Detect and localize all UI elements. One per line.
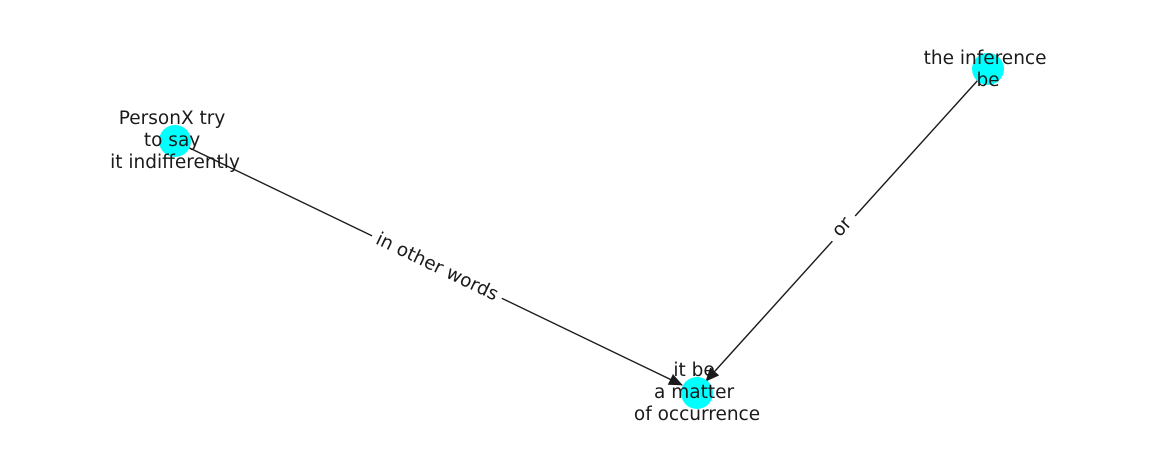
edge-personx-to-matter: in other words [174, 140, 683, 386]
node-circle [159, 125, 191, 157]
node-label: PersonX try to say it indifferently [110, 108, 240, 173]
node-label-line: it be [673, 360, 714, 381]
edge-label-background [366, 224, 508, 310]
node-label-line: the inference [924, 48, 1047, 69]
node-label-line: it indifferently [110, 152, 240, 173]
node-label-line: PersonX try [119, 108, 226, 129]
edge-label-in-other-words: in other words [373, 229, 502, 306]
node-label: it be a matter of occurrence [634, 360, 760, 425]
node-circle [681, 377, 713, 409]
node-label-line: a matter [654, 382, 734, 403]
node-personx: PersonX try to say it indifferently [110, 108, 240, 173]
node-label-line: to say [144, 130, 200, 151]
node-label-line: of occurrence [634, 404, 760, 425]
node-label: the inference be [924, 48, 1053, 91]
node-label-line: be [976, 70, 999, 91]
node-circle [972, 53, 1004, 85]
edge-label-background [820, 205, 864, 249]
edge-inference-to-matter: or [705, 68, 989, 382]
node-inference: the inference be [924, 48, 1053, 91]
node-matter: it be a matter of occurrence [634, 360, 760, 425]
